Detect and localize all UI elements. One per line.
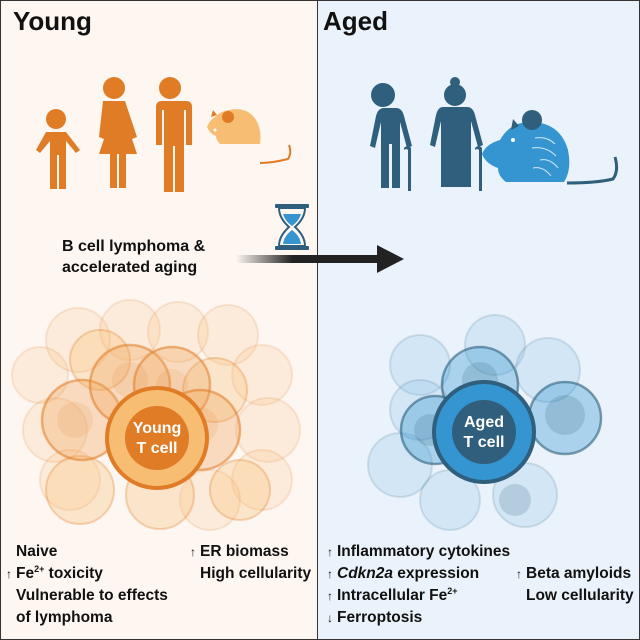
trait-item: of lymphoma — [16, 609, 113, 626]
elderly-man-icon — [370, 83, 412, 191]
young-cell-label: Young T cell — [117, 419, 197, 459]
up-arrow-icon: ↑ — [516, 567, 522, 581]
trait-item: Low cellularity — [526, 587, 634, 604]
up-arrow-icon: ↑ — [327, 567, 333, 581]
aged-cell-cluster — [367, 314, 603, 531]
aged-traits-left: ↑Inflammatory cytokines ↑Cdkn2a expressi… — [323, 541, 510, 629]
elderly-woman-icon — [430, 77, 483, 191]
young-cell-label-line1: Young — [132, 420, 182, 437]
young-cell-label-line2: T cell — [136, 440, 178, 457]
man-icon — [154, 77, 192, 192]
transition-label-line1: B cell lymphoma & — [62, 238, 206, 255]
aged-cell-label-line2: T cell — [463, 434, 505, 451]
trait-item: Vulnerable to effects — [16, 587, 168, 604]
trait-item: ↑ER biomass — [186, 541, 311, 563]
aged-t-cell-nucleus — [452, 400, 516, 464]
aged-cell-label: Aged T cell — [444, 413, 524, 453]
aged-cell-label-line1: Aged — [464, 414, 504, 431]
young-title: Young — [13, 6, 92, 36]
aged-panel — [318, 1, 639, 639]
woman-icon — [99, 77, 137, 188]
young-mouse-icon — [207, 109, 292, 164]
down-arrow-icon: ↓ — [327, 611, 333, 625]
up-arrow-icon: ↑ — [327, 545, 333, 559]
transition-label-line2: accelerated aging — [62, 259, 198, 276]
trait-item: ↑Cdkn2a expression — [323, 563, 510, 585]
trait-item: ↑Beta amyloids — [512, 563, 634, 585]
trait-item: High cellularity — [200, 565, 312, 582]
trait-item: ↓Ferroptosis — [323, 607, 510, 629]
aged-traits-right: ↑Beta amyloids Low cellularity — [512, 563, 634, 607]
up-arrow-icon: ↑ — [6, 567, 12, 581]
child-icon — [36, 109, 80, 189]
up-arrow-icon: ↑ — [190, 545, 196, 559]
trait-item: ↑Fe2+ toxicity — [2, 563, 168, 585]
young-cell-cluster — [11, 299, 301, 531]
young-t-cell-nucleus — [125, 406, 189, 470]
up-arrow-icon: ↑ — [327, 589, 333, 603]
transition-label: B cell lymphoma & accelerated aging — [62, 236, 205, 278]
hourglass-icon — [275, 204, 309, 250]
trait-item: Naive — [16, 543, 58, 560]
trait-item: ↑Inflammatory cytokines — [323, 541, 510, 563]
aged-mouse-icon — [482, 110, 619, 185]
aged-title: Aged — [323, 6, 388, 36]
progression-arrow — [236, 245, 404, 273]
trait-item: ↑Intracellular Fe2+ — [323, 585, 510, 607]
young-traits-right: ↑ER biomass High cellularity — [186, 541, 311, 585]
panel-divider — [317, 0, 318, 640]
young-traits-left: Naive ↑Fe2+ toxicity Vulnerable to effec… — [2, 541, 168, 629]
